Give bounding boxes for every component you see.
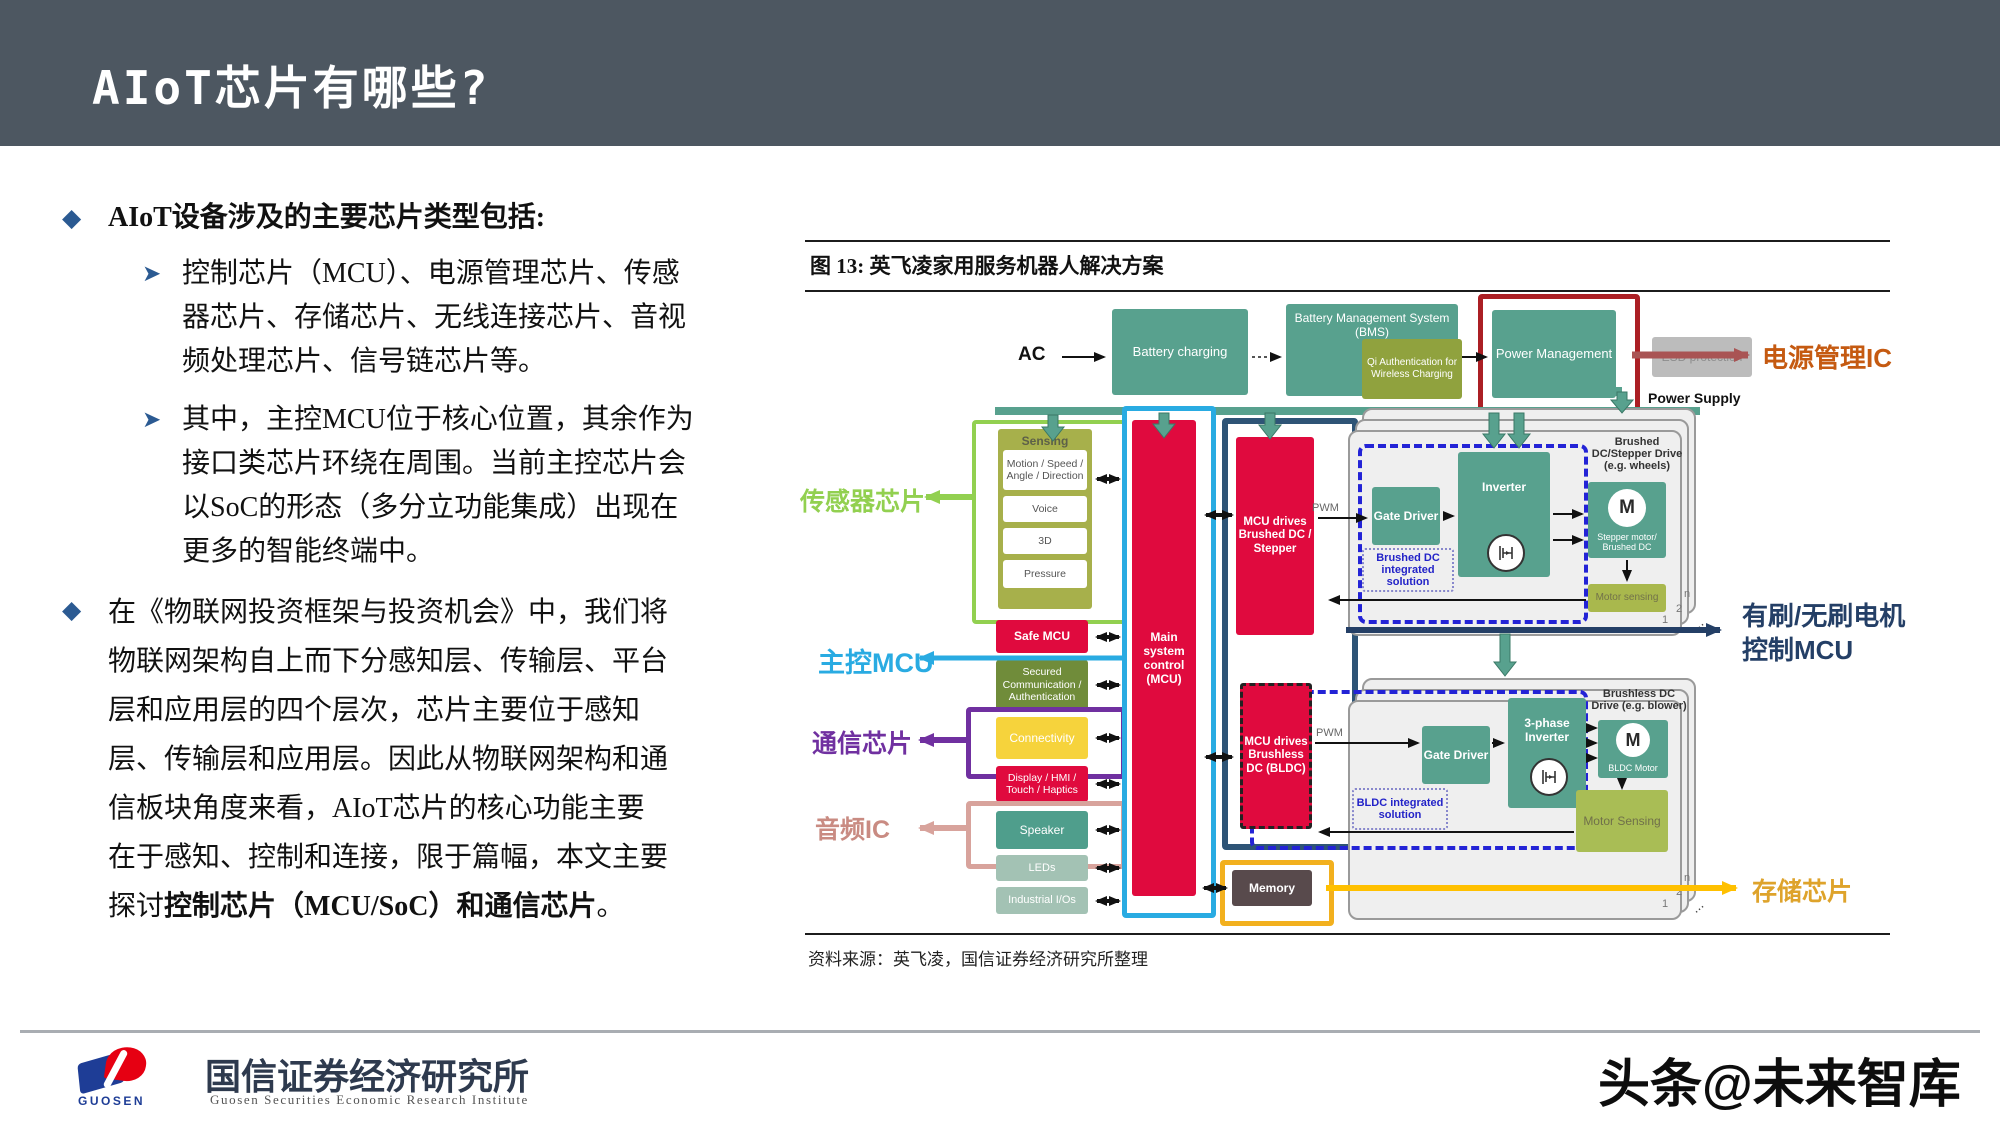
bldc-panel-title: Brushless DC Drive (e.g. blower) — [1591, 688, 1687, 712]
bullet2-bold: 控制芯片（MCU/SoC）和通信芯片 — [164, 891, 597, 922]
stack-dots: ... — [1687, 614, 1707, 634]
diamond-bullet-icon: ◆ — [62, 595, 82, 624]
sub-bullet1-text: 控制芯片（MCU）、电源管理芯片、传感器芯片、存储芯片、无线连接芯片、音视频处理… — [182, 258, 687, 377]
sub-bullet-item: ➤ 其中，主控MCU位于核心位置，其余作为接口类芯片环绕在周围。当前主控芯片会以… — [142, 398, 702, 574]
speaker-node: Speaker — [996, 811, 1088, 849]
header-band: AIoT芯片有哪些? — [0, 0, 2000, 146]
bldc-solution-label: BLDC integrated solution — [1352, 788, 1448, 830]
memory-highlight-outline — [1220, 860, 1334, 926]
figure-source: 资料来源：英飞凌，国信证券经济研究所整理 — [808, 950, 1148, 969]
bullet-item: ◆ AIoT设备涉及的主要芯片类型包括: — [62, 196, 702, 240]
power-rail — [995, 407, 1700, 415]
stack-number: 1 — [1662, 614, 1669, 626]
motor-m-icon: M — [1608, 489, 1646, 527]
battery-charging-node: Battery charging — [1112, 309, 1248, 395]
mosfet-glyph — [1542, 770, 1556, 784]
stack-number: 2 — [1676, 603, 1683, 615]
diamond-bullet-icon: ◆ — [62, 203, 82, 232]
figure-top-rule — [805, 240, 1890, 242]
bullet2-text: 在《物联网投资框架与投资机会》中，我们将物联网架构自上而下分感知层、传输层、平台… — [108, 588, 668, 931]
ac-label: AC — [1018, 344, 1046, 365]
arrow-bullet-icon: ➤ — [142, 407, 162, 433]
stack-number: n — [1684, 588, 1691, 600]
bullet1-text: AIoT设备涉及的主要芯片类型包括: — [108, 202, 546, 233]
mosfet-icon — [1530, 758, 1568, 796]
sensor-pressure-node: Pressure — [1003, 560, 1087, 588]
gate-driver-brushed-node: Gate Driver — [1372, 487, 1440, 545]
mosfet-glyph — [1499, 546, 1513, 560]
display-hmi-node: Display / HMI / Touch / Haptics — [996, 766, 1088, 802]
power-management-node: Power Management — [1492, 310, 1616, 398]
page-title: AIoT芯片有哪些? — [92, 61, 491, 115]
leds-node: LEDs — [996, 855, 1088, 881]
figure-bottom-rule — [805, 933, 1890, 935]
mcu-bldc-node: MCU drives Brushless DC (BLDC) — [1240, 683, 1312, 829]
watermark: 头条@未来智库 — [1598, 1056, 1961, 1114]
sensor-motion-node: Motion / Speed / Angle / Direction — [1003, 450, 1087, 490]
bullet2-pre: 在《物联网投资框架与投资机会》中，我们将物联网架构自上而下分感知层、传输层、平台… — [108, 597, 669, 922]
callout-memory-chip: 存储芯片 — [1752, 878, 1853, 906]
brushed-solution-label: Brushed DC integrated solution — [1362, 548, 1454, 592]
motor-sensing-bldc-node: Motor Sensing — [1576, 790, 1668, 852]
figure-title-rule — [805, 290, 1890, 292]
sensor-voice-node: Voice — [1003, 496, 1087, 522]
mcu-brushed-node: MCU drives Brushed DC / Stepper — [1236, 437, 1314, 635]
brushed-integrated-outline — [1358, 444, 1588, 624]
motor-sensing-brushed-node: Motor sensing — [1588, 584, 1666, 612]
footer-divider — [20, 1030, 1980, 1033]
stack-number: n — [1684, 872, 1691, 884]
callout-motor-mcu-line2: 控制MCU — [1742, 635, 1854, 665]
secured-comm-node: Secured Communication / Authentication — [996, 660, 1088, 710]
bullet2-post: 。 — [596, 891, 625, 922]
bullet-list: ◆ AIoT设备涉及的主要芯片类型包括: ➤ 控制芯片（MCU）、电源管理芯片、… — [62, 196, 702, 943]
safe-mcu-node: Safe MCU — [996, 620, 1088, 653]
brushed-panel-title: Brushed DC/Stepper Drive (e.g. wheels) — [1591, 436, 1683, 472]
callout-audio-ic: 音频IC — [815, 816, 891, 844]
callout-main-mcu: 主控MCU — [818, 648, 934, 678]
callout-sensor-chip: 传感器芯片 — [800, 488, 926, 516]
qi-authentication-node: Qi Authentication for Wireless Charging — [1362, 339, 1462, 399]
sub-bullet2-text: 其中，主控MCU位于核心位置，其余作为接口类芯片环绕在周围。当前主控芯片会以So… — [182, 404, 694, 567]
sub-bullet-item: ➤ 控制芯片（MCU）、电源管理芯片、传感器芯片、存储芯片、无线连接芯片、音视频… — [142, 252, 702, 384]
guosen-logo-text: GUOSEN — [78, 1094, 146, 1108]
connectivity-node: Connectivity — [996, 717, 1088, 759]
gate-driver-bldc-node: Gate Driver — [1422, 726, 1490, 784]
callout-power-ic: 电源管理IC — [1762, 343, 1893, 373]
bullet-item: ◆ 在《物联网投资框架与投资机会》中，我们将物联网架构自上而下分感知层、传输层、… — [62, 588, 702, 931]
esd-protection-node: ESD protection — [1652, 337, 1752, 377]
figure-title: 图 13: 英飞凌家用服务机器人解决方案 — [810, 254, 1164, 278]
pwm-label: PWM — [1316, 727, 1343, 739]
industrial-ios-node: Industrial I/Os — [996, 887, 1088, 914]
arrow-bullet-icon: ➤ — [142, 261, 162, 287]
main-mcu-node: Main system control (MCU) — [1132, 420, 1196, 896]
stack-number: 2 — [1676, 886, 1683, 898]
callout-motor-mcu-line1: 有刷/无刷电机 — [1742, 601, 1906, 631]
stack-number: 1 — [1662, 898, 1669, 910]
memory-node: Memory — [1232, 870, 1312, 906]
motor-m-icon: M — [1616, 723, 1650, 757]
org-name-cn: 国信证券经济研究所 — [205, 1057, 530, 1097]
mosfet-icon — [1487, 534, 1525, 572]
org-name-en: Guosen Securities Economic Research Inst… — [210, 1092, 529, 1107]
pwm-label: PWM — [1312, 502, 1339, 514]
callout-comm-chip: 通信芯片 — [812, 730, 913, 758]
sensor-3d-node: 3D — [1003, 528, 1087, 554]
power-supply-label: Power Supply — [1648, 390, 1741, 406]
